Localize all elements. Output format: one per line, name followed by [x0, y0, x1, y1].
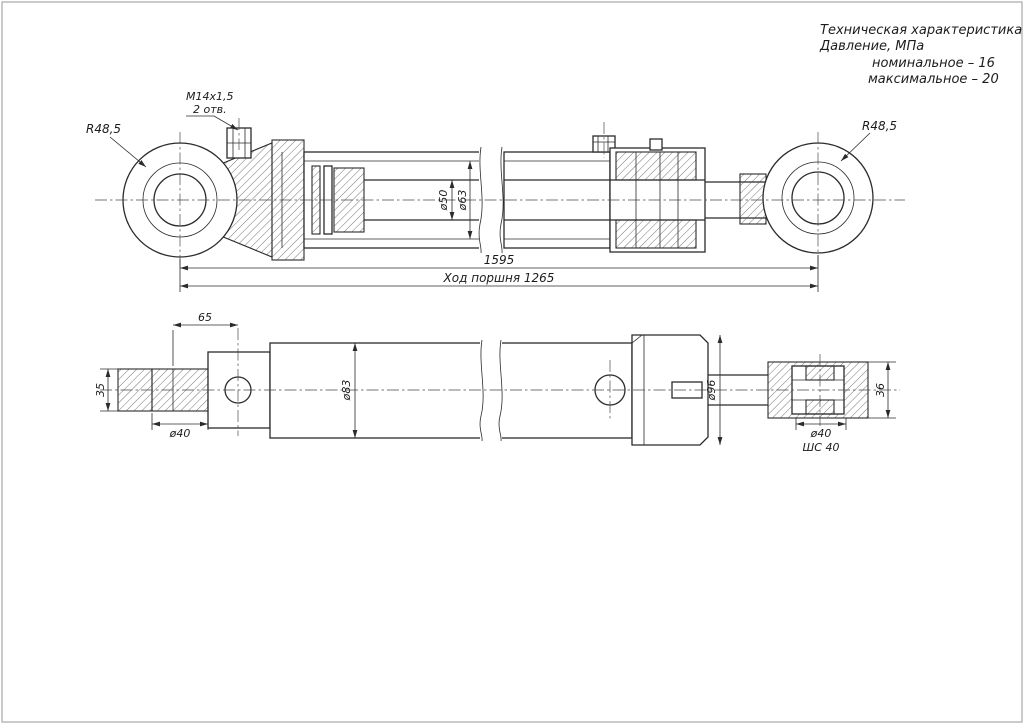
- tube-diameter-label: ø83: [340, 380, 353, 402]
- break-line: [499, 146, 504, 254]
- break-line: [479, 339, 484, 442]
- rod-end-shank: [151, 368, 209, 412]
- rod-end-collar: [739, 173, 767, 225]
- tube-body: [269, 342, 633, 439]
- head-diameter-label: ø96: [705, 380, 718, 402]
- tech-spec-block: Техническая характеристика Давление, МПа…: [819, 23, 1022, 87]
- bearing-bore-label: ø40: [810, 427, 832, 440]
- left-radius-leader: [109, 136, 147, 168]
- left-eye-radius-label: R48,5: [86, 122, 121, 136]
- bleed-plug: [649, 138, 663, 151]
- top-view: R48,5 R48,5 M14x1,5 2 отв. ø50 ø63 1595 …: [86, 90, 905, 292]
- thread-holes-label: 2 отв.: [193, 103, 227, 116]
- gland-seals-top: [615, 151, 697, 181]
- bearing-width-label: 36: [874, 383, 887, 397]
- piston: [333, 167, 365, 233]
- overall-length-label: 1595: [484, 253, 515, 267]
- rod-diameter-label: ø50: [437, 190, 450, 212]
- spec-subtitle: Давление, МПа: [819, 39, 924, 54]
- rod-end-width-label: 35: [94, 383, 107, 397]
- thread-label: M14x1,5: [186, 90, 234, 103]
- spec-maximal-pressure: максимальное – 20: [868, 72, 999, 87]
- bearing-type-label: ШС 40: [803, 441, 840, 454]
- break-line: [498, 339, 503, 442]
- right-eye-radius-label: R48,5: [862, 119, 897, 133]
- thread-leader: [186, 115, 239, 131]
- spec-title: Техническая характеристика: [820, 23, 1022, 38]
- piston-stroke-label: Ход поршня 1265: [443, 271, 555, 285]
- right-radius-leader: [840, 132, 871, 162]
- break-line: [478, 146, 483, 254]
- gland-seals-bottom: [615, 219, 697, 249]
- rod-end-diameter-label: ø40: [169, 427, 191, 440]
- bore-diameter-label: ø63: [456, 190, 469, 212]
- spec-nominal-pressure: номинальное – 16: [872, 56, 995, 71]
- bottom-view: 35 ø40 65 ø83 ø96 36 ø40 ШС 40: [94, 311, 900, 454]
- clevis-offset-label: 65: [198, 311, 212, 324]
